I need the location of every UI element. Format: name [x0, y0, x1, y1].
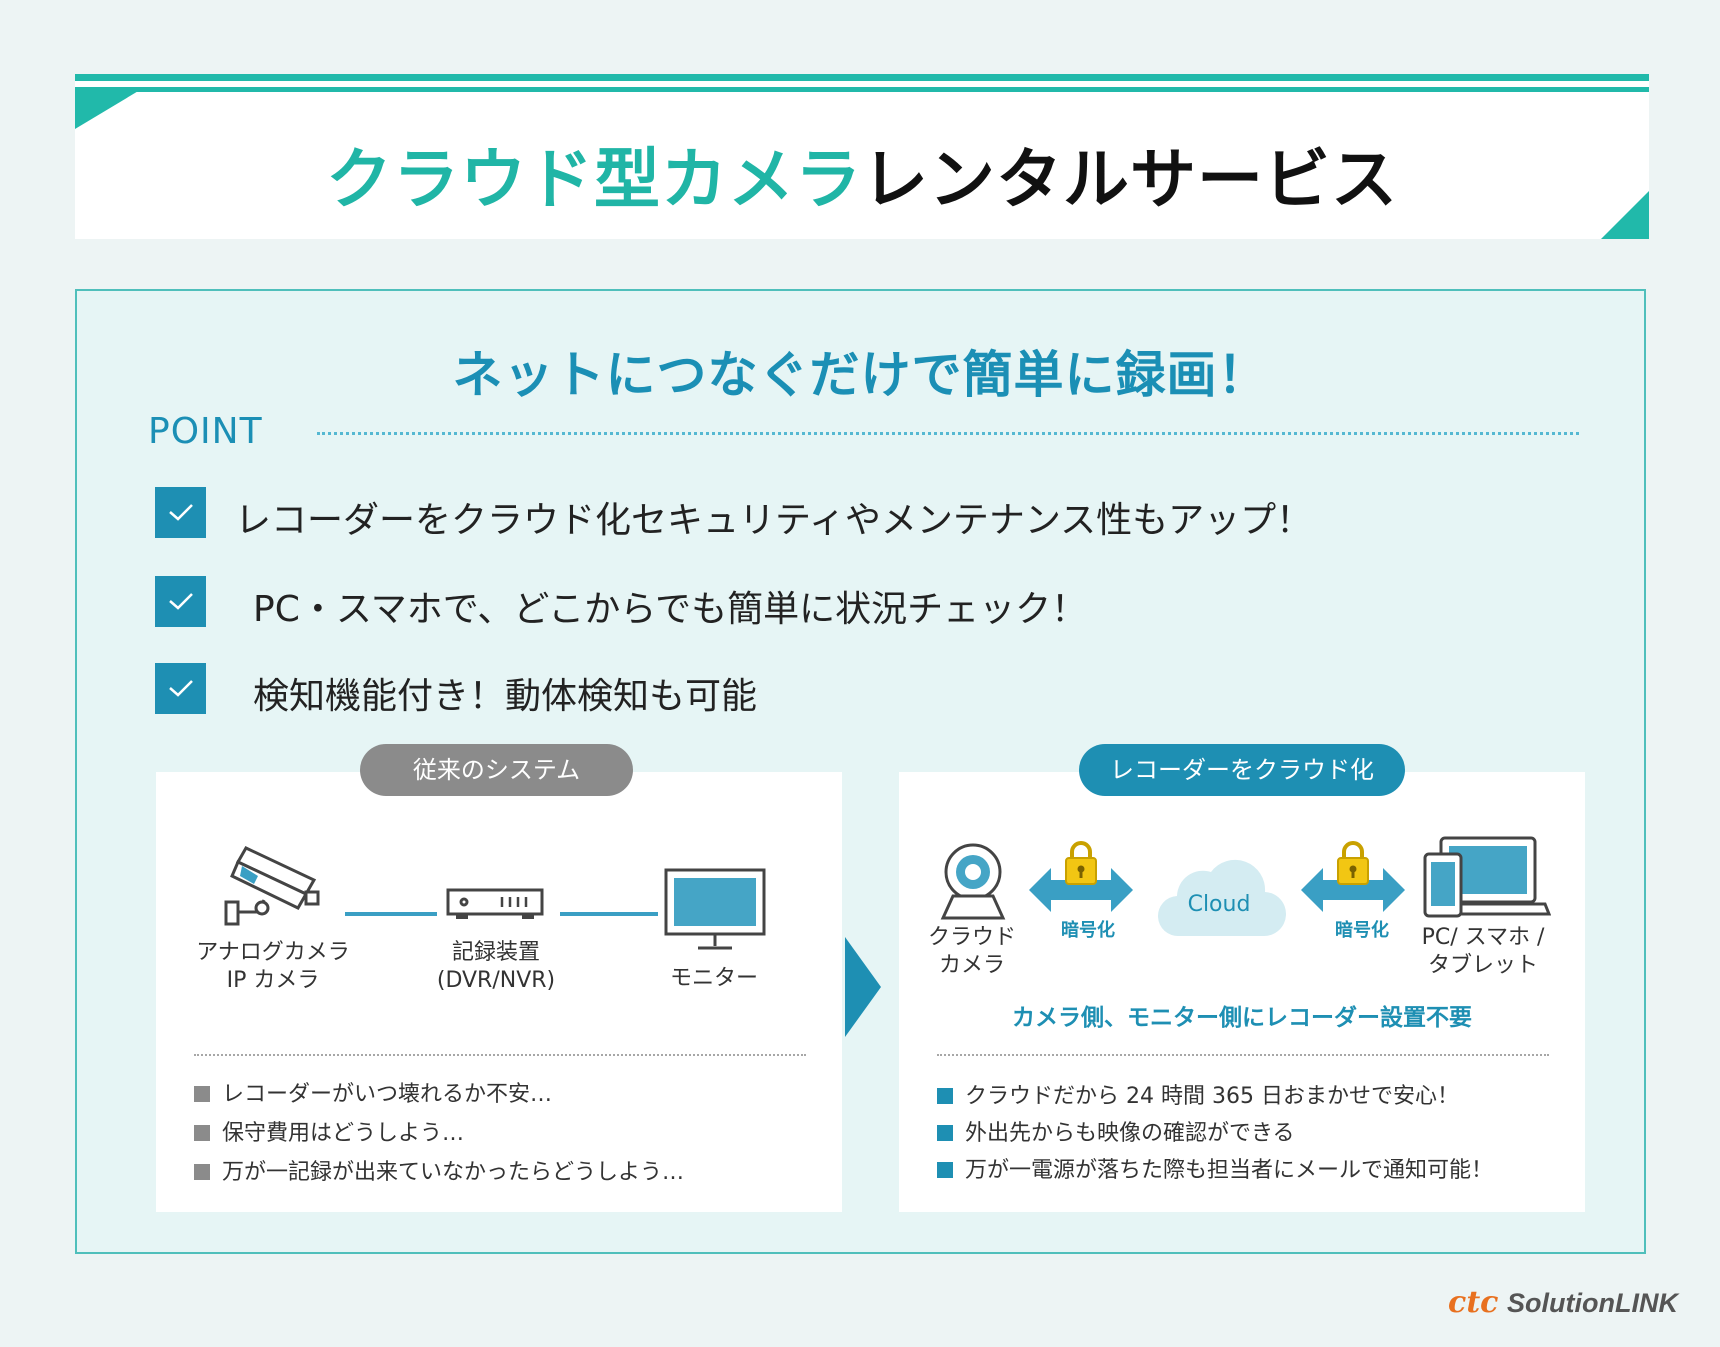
header-banner: クラウド型カメラレンタルサービス: [75, 74, 1649, 239]
main-panel: ネットにつなぐだけで簡単に録画！ POINT レコーダーをクラウド化セキュリティ…: [75, 289, 1646, 1254]
new-system-card: 暗号化 Cloud 暗号化 クラウド カメラ: [899, 772, 1585, 1212]
check-icon: [155, 487, 206, 538]
check-icon: [155, 576, 206, 627]
cloud-icon: [1157, 859, 1287, 937]
monitor-icon: [664, 868, 766, 950]
banner-corner-right: [1601, 191, 1649, 239]
bullet-square: [937, 1088, 953, 1104]
footer-logo: ctc SolutionLINK: [1448, 1285, 1678, 1320]
benefit-item: 外出先からも映像の確認ができる: [937, 1115, 1295, 1147]
bullet-square: [194, 1164, 210, 1180]
double-arrow-icon: [1029, 868, 1133, 912]
check-icon: [155, 663, 206, 714]
point-label: POINT: [148, 411, 263, 452]
arrow-right-icon: [845, 937, 881, 1037]
logo-solutionlink: SolutionLINK: [1507, 1288, 1678, 1318]
card-divider: [937, 1054, 1549, 1056]
benefit-text: クラウドだから 24 時間 365 日おまかせで安心！: [965, 1084, 1459, 1109]
concern-item: 保守費用はどうしよう…: [194, 1115, 464, 1147]
benefit-item: 万が一電源が落ちた際も担当者にメールで通知可能！: [937, 1152, 1493, 1184]
point-item-text: レコーダーをクラウド化セキュリティやメンテナンス性もアップ！: [235, 500, 1313, 541]
recorder-icon: [446, 888, 544, 919]
cloud-camera-label-line2: カメラ: [938, 953, 1005, 978]
new-system-tag: レコーダーをクラウド化: [1079, 744, 1405, 796]
recorder-label-line1: 記録装置: [451, 940, 540, 965]
recorder-caption: 記録装置 (DVR/NVR): [418, 939, 574, 995]
devices-label-line2: タブレット: [1427, 953, 1538, 978]
old-system-card: アナログカメラ IP カメラ 記録装置 (DVR/NVR) モニター レコーダー…: [156, 772, 842, 1212]
benefit-text: 外出先からも映像の確認ができる: [965, 1121, 1295, 1146]
analog-camera-caption: アナログカメラ IP カメラ: [196, 939, 350, 995]
banner-corner-left: [75, 87, 145, 129]
page-title-rest: レンタルサービス: [862, 141, 1398, 218]
point-item-text: 検知機能付き！動体検知も可能: [253, 676, 758, 717]
point-item-text: PC・スマホで、どこからでも簡単に状況チェック！: [253, 589, 1088, 630]
devices-label-line1: PC/ スマホ /: [1421, 925, 1545, 950]
encrypt-label-right: 暗号化: [1335, 920, 1389, 941]
card-divider: [194, 1054, 806, 1056]
concern-item: 万が一記録が出来ていなかったらどうしよう…: [194, 1154, 684, 1186]
concern-text: レコーダーがいつ壊れるか不安…: [222, 1082, 553, 1107]
recorder-free-note: カメラ側、モニター側にレコーダー設置不要: [1012, 1005, 1472, 1031]
bullet-square: [937, 1162, 953, 1178]
monitor-caption: モニター: [669, 966, 758, 991]
panel-subtitle: ネットにつなぐだけで簡単に録画！: [452, 346, 1269, 404]
bullet-square: [194, 1086, 210, 1102]
webcam-icon: [940, 843, 1006, 920]
logo-ctc: ctc: [1448, 1285, 1499, 1320]
connector-line: [345, 912, 437, 916]
bullet-square: [194, 1125, 210, 1141]
page-title-accent: クラウド型カメラ: [326, 141, 862, 218]
camera-label-line1: アナログカメラ: [196, 940, 350, 965]
old-system-tag: 従来のシステム: [360, 744, 633, 796]
bullet-square: [937, 1125, 953, 1141]
cloud-label: Cloud: [1187, 892, 1251, 917]
banner-stripe-top: [75, 74, 1649, 81]
cloud-camera-caption: クラウド カメラ: [917, 924, 1027, 980]
lock-icon: [1337, 841, 1369, 885]
security-camera-icon: [224, 846, 320, 926]
devices-icon: [1423, 836, 1551, 918]
recorder-label-line2: (DVR/NVR): [436, 968, 556, 993]
double-arrow-icon: [1301, 868, 1405, 912]
cloud-camera-label-line1: クラウド: [927, 925, 1016, 950]
benefit-text: 万が一電源が落ちた際も担当者にメールで通知可能！: [965, 1158, 1494, 1183]
concern-text: 万が一記録が出来ていなかったらどうしよう…: [222, 1160, 685, 1185]
page-title: クラウド型カメラレンタルサービス: [75, 126, 1649, 222]
banner-stripe-bottom: [75, 87, 1649, 92]
concern-item: レコーダーがいつ壊れるか不安…: [194, 1076, 552, 1108]
encrypt-label-left: 暗号化: [1061, 920, 1115, 941]
camera-label-line2: IP カメラ: [226, 968, 320, 993]
devices-caption: PC/ スマホ / タブレット: [1407, 924, 1559, 980]
concern-text: 保守費用はどうしよう…: [222, 1121, 465, 1146]
lock-icon: [1065, 841, 1097, 885]
connector-line: [560, 912, 658, 916]
point-divider: [317, 432, 1579, 435]
benefit-item: クラウドだから 24 時間 365 日おまかせで安心！: [937, 1078, 1459, 1110]
